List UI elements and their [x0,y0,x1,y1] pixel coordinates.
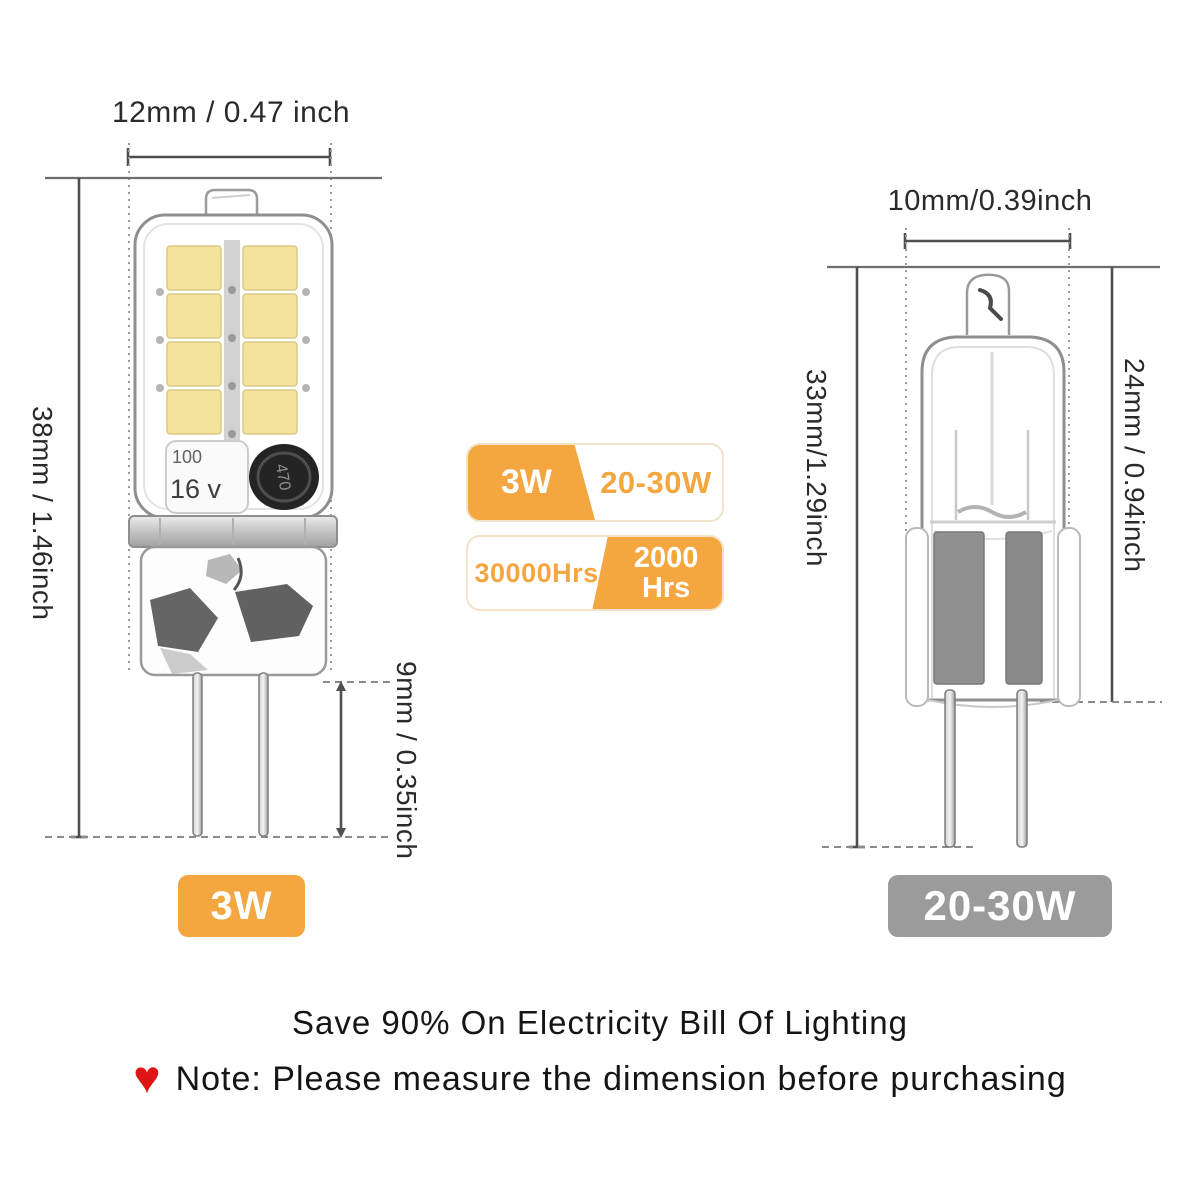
note-text: Note: Please measure the dimension befor… [175,1059,1067,1098]
inductor-code-text: 470 [272,463,293,492]
lifespan-badge-orange-fill [592,537,722,609]
capacitor-value-text: 100 [172,447,202,467]
halogen-wattage-value: 20-30W [600,464,712,500]
halogen-height-dimension-label: 33mm/1.29inch [801,369,832,567]
halogen-bulb-tip [965,273,1011,335]
note-line: ♥ Note: Please measure the dimension bef… [0,1051,1200,1103]
led-height-dimension-label: 38mm / 1.46inch [27,406,58,621]
heart-icon: ♥ [133,1051,162,1103]
wattage-comparison-badge: 3W 20-30W [466,443,724,522]
halogen-width-dimension-label: 10mm/0.39inch [887,185,1093,217]
halogen-bulb-illustration [905,273,1081,848]
halogen-watt-badge: 20-30W [888,875,1112,937]
halogen-dimension-lines [822,228,1162,849]
halogen-foil-right [1005,531,1043,685]
led-width-dimension-label: 12mm / 0.47 inch [111,96,351,129]
led-bulb-pin-left [192,672,203,837]
halogen-foil-left [933,531,985,685]
led-wattage-value: 3W [500,463,552,501]
led-pin-dimension-label: 9mm / 0.35inch [391,661,422,860]
halogen-pin-left [944,689,956,848]
halogen-lifespan-unit: Hrs [641,572,691,604]
led-chips [166,245,298,435]
lifespan-comparison-badge: 30000Hrs 2000 Hrs [466,535,724,611]
halogen-glass-dimension-label: 24mm / 0.94inch [1119,358,1150,573]
led-bulb-illustration: 100 16 v 470 [128,188,338,837]
halogen-pin-right [1016,689,1028,848]
led-bulb-pin-right [258,672,269,837]
halogen-lifespan-value: 2000 Hrs [610,537,722,609]
led-dimension-lines [45,143,392,839]
led-watt-badge: 3W [178,875,305,937]
led-bulb-top-nub [204,188,259,216]
wattage-badge-orange-fill [468,445,595,520]
savings-headline: Save 90% On Electricity Bill Of Lighting [292,1004,908,1041]
capacitor [165,440,249,514]
capacitor-voltage-text: 16 v [170,474,222,504]
halogen-lifespan-number: 2000 [633,541,699,574]
led-lifespan-value: 30000Hrs [474,557,599,588]
